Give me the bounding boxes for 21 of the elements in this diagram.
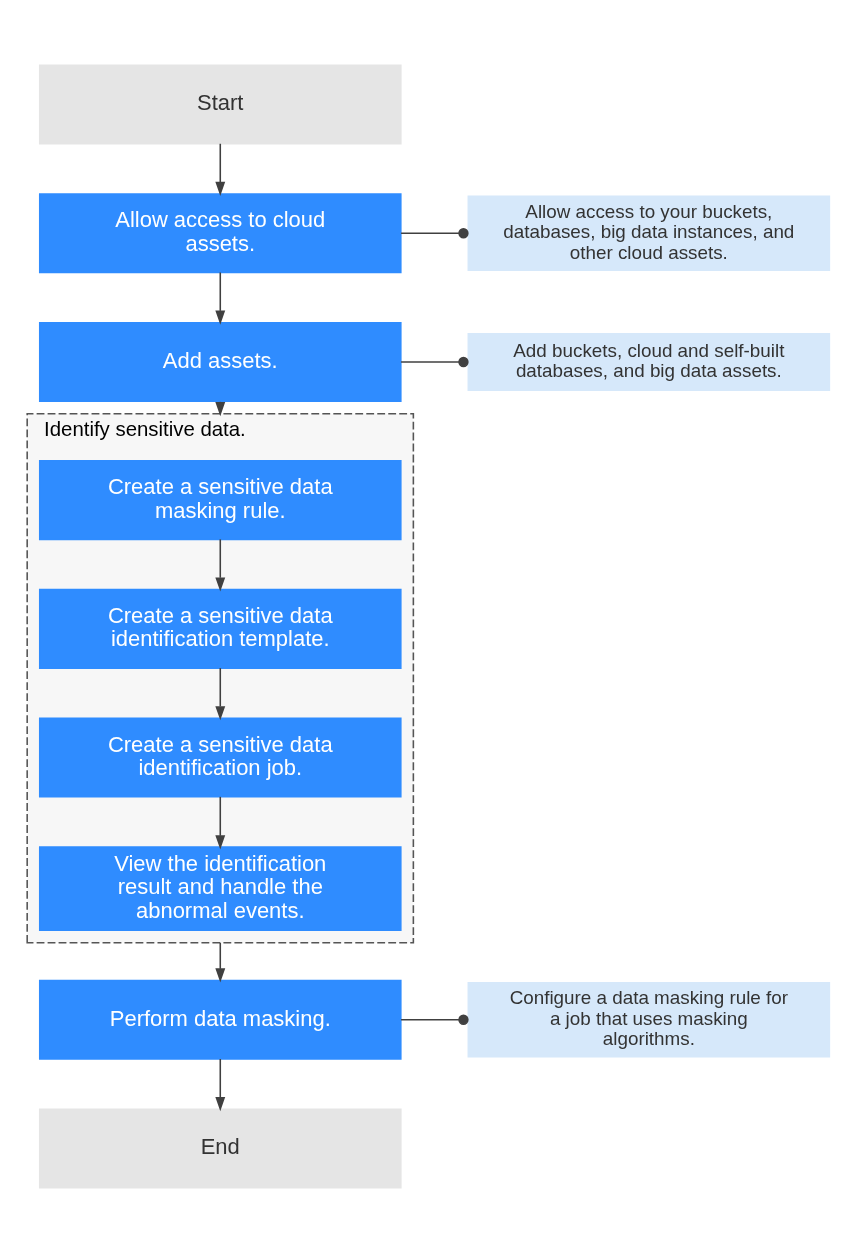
connector (400, 356, 469, 367)
arrow (215, 271, 226, 325)
node-box: View the identification result and handle the abnormal events. (38, 845, 402, 931)
node-box: Create a sensitive data identification template. (38, 588, 402, 669)
node-box: Perform data masking. (38, 979, 402, 1060)
node-box: Create a sensitive data masking rule. (38, 459, 402, 540)
node-box: Create a sensitive data identification job. (38, 717, 402, 798)
connector (400, 227, 469, 238)
node-box: Allow access to cloud assets. (38, 192, 402, 273)
node-box: Start (38, 64, 402, 145)
node-box: Allow access to your buckets, databases, big data instances, and other cloud assets. (467, 195, 831, 271)
arrow (215, 941, 226, 982)
connector (400, 1014, 469, 1025)
node-box: Configure a data masking rule for a job that uses masking algorithms. (467, 981, 831, 1057)
node-box: End (38, 1107, 402, 1188)
node-box: Add buckets, cloud and self-built databases, and big data assets. (467, 332, 831, 391)
arrow (215, 142, 226, 196)
arrow (215, 1057, 226, 1111)
arrow (215, 538, 226, 592)
arrow (215, 666, 226, 720)
arrow (215, 795, 226, 849)
